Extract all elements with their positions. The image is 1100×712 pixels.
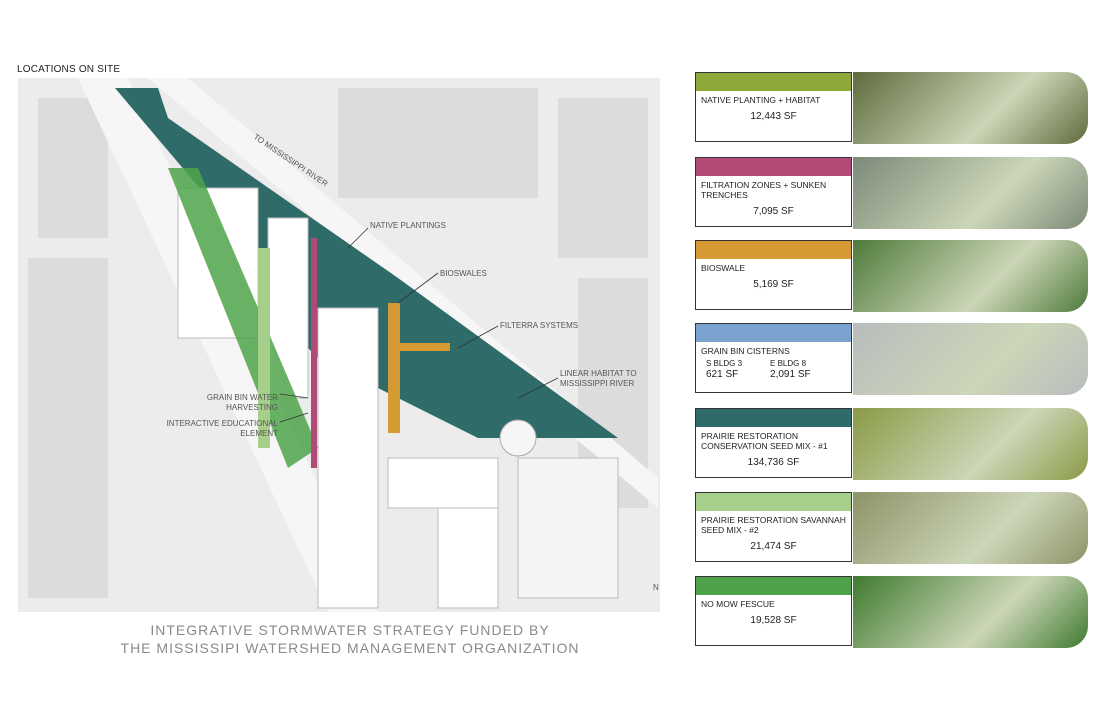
legend-photo [853, 240, 1088, 312]
legend-photo [853, 576, 1088, 648]
roundabout [499, 419, 537, 457]
bioswale [400, 343, 450, 351]
no-mow-fescue-strip [168, 168, 318, 468]
prairie-conservation-area [115, 88, 618, 438]
label-native-plantings: NATIVE PLANTINGS [370, 221, 446, 230]
cistern-label: E BLDG 8 [770, 359, 807, 368]
legend-box: BIOSWALE 5,169 SF [695, 240, 852, 310]
label-grain-bin-2: HARVESTING [226, 403, 278, 412]
legend-photo [853, 323, 1088, 395]
legend-card: NO MOW FESCUE 19,528 SF [695, 576, 1088, 648]
legend-card: PRAIRIE RESTORATION CONSERVATION SEED MI… [695, 408, 1088, 480]
label-educational-2: ELEMENT [240, 429, 278, 438]
section-title: LOCATIONS ON SITE [17, 64, 121, 75]
legend-title: NO MOW FESCUE [701, 599, 775, 609]
site-plan-map: TO MISSISSIPPI RIVER NATIVE PLANTINGS BI… [18, 78, 660, 612]
color-swatch [696, 409, 851, 427]
legend-photo [853, 72, 1088, 144]
legend-value: 12,443 SF [750, 111, 797, 122]
building [317, 307, 379, 609]
color-swatch [696, 324, 851, 342]
legend-card: NATIVE PLANTING + HABITAT 12,443 SF [695, 72, 1088, 144]
legend-box: PRAIRIE RESTORATION CONSERVATION SEED MI… [695, 408, 852, 478]
label-bioswales: BIOSWALES [440, 269, 487, 278]
legend-title: BIOSWALE [701, 263, 746, 273]
legend-photo [853, 408, 1088, 480]
legend-value: 5,169 SF [753, 279, 794, 290]
label-educational-1: INTERACTIVE EDUCATIONAL [167, 419, 279, 428]
legend-box: PRAIRIE RESTORATION SAVANNAH SEED MIX - … [695, 492, 852, 562]
legend-photo [853, 157, 1088, 229]
caption-line-1: INTEGRATIVE STORMWATER STRATEGY FUNDED B… [150, 622, 550, 638]
label-linear-habitat-2: MISSISSIPPI RIVER [560, 379, 634, 388]
rail-corridor [78, 78, 378, 612]
cistern-value: 621 SF [706, 369, 739, 380]
color-swatch [696, 158, 851, 176]
legend-box: NO MOW FESCUE 19,528 SF [695, 576, 852, 646]
building [387, 457, 499, 509]
legend-value: 134,736 SF [747, 457, 800, 468]
parking-lot [517, 457, 619, 599]
building [437, 507, 499, 609]
color-swatch [696, 577, 851, 595]
legend-title: NATIVE PLANTING + HABITAT [701, 95, 821, 105]
legend-box: FILTRATION ZONES + SUNKEN TRENCHES 7,095 … [695, 157, 852, 227]
legend-title: PRAIRIE RESTORATION SAVANNAH SEED MIX - … [701, 515, 846, 535]
legend-card: PRAIRIE RESTORATION SAVANNAH SEED MIX - … [695, 492, 1088, 564]
color-swatch [696, 73, 851, 91]
label-linear-habitat-1: LINEAR HABITAT TO [560, 369, 637, 378]
savannah-strip [258, 248, 270, 448]
legend-value: 7,095 SF [753, 206, 794, 217]
legend-title: PRAIRIE RESTORATION CONSERVATION SEED MI… [701, 431, 828, 451]
caption-line-2: THE MISSISSIPI WATERSHED MANAGEMENT ORGA… [120, 640, 580, 656]
filtration-zone [311, 238, 317, 468]
label-grain-bin-1: GRAIN BIN WATER [207, 393, 278, 402]
legend-card: BIOSWALE 5,169 SF [695, 240, 1088, 312]
legend-value: 21,474 SF [750, 541, 797, 552]
color-swatch [696, 241, 851, 259]
legend-card: FILTRATION ZONES + SUNKEN TRENCHES 7,095 … [695, 157, 1088, 229]
legend-value: 19,528 SF [750, 615, 797, 626]
bioswale [388, 303, 400, 433]
legend-title: FILTRATION ZONES + SUNKEN TRENCHES [701, 180, 827, 200]
legend-photo [853, 492, 1088, 564]
color-swatch [696, 493, 851, 511]
cistern-value: 2,091 SF [770, 369, 811, 380]
legend-title: GRAIN BIN CISTERNS [701, 346, 790, 356]
cistern-label: S BLDG 3 [706, 359, 743, 368]
label-filterra: FILTERRA SYSTEMS [500, 321, 578, 330]
north-arrow-icon: N [653, 583, 659, 592]
leader-lines [279, 227, 559, 423]
legend-box: NATIVE PLANTING + HABITAT 12,443 SF [695, 72, 852, 142]
